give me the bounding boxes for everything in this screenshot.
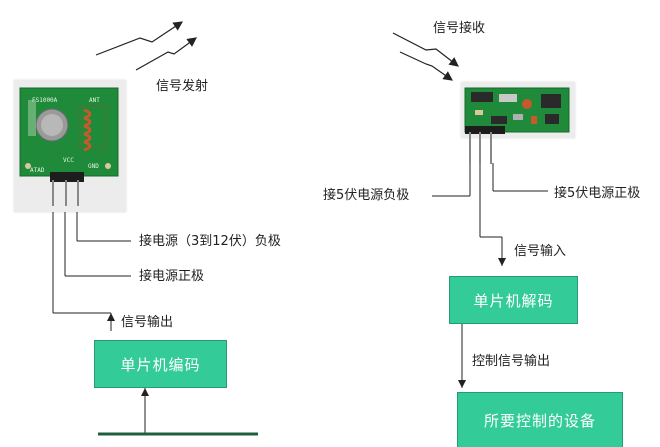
tx-neg-power-label: 接电源（3到12伏）负极 bbox=[139, 234, 281, 249]
tx-signal-arrowhead bbox=[107, 313, 115, 321]
tx-signal-output-label: 信号输出 bbox=[121, 315, 174, 330]
transmit-wave-1 bbox=[95, 21, 183, 56]
decoder-box: 单片机解码 bbox=[449, 276, 578, 324]
rx-pos-power-label: 接5伏电源正极 bbox=[554, 186, 641, 201]
receive-caption: 信号接收 bbox=[433, 21, 486, 36]
tx-pos-power-label: 接电源正极 bbox=[139, 269, 205, 284]
tx-atad-text: ATAD bbox=[30, 167, 45, 174]
tx-vcc-text: VCC bbox=[63, 157, 74, 164]
encoder-box-label: 单片机编码 bbox=[120, 355, 201, 374]
rx-signal-input-label: 信号输入 bbox=[514, 244, 567, 259]
rx-neg-power-label: 接5伏电源负极 bbox=[323, 188, 410, 203]
device-box-label: 所要控制的设备 bbox=[483, 411, 596, 430]
receive-wave-1 bbox=[392, 32, 459, 67]
encoder-bottom-arrowhead bbox=[141, 388, 149, 396]
device-box: 所要控制的设备 bbox=[457, 392, 623, 447]
tx-ant-text: ANT bbox=[89, 97, 100, 104]
receiver-module bbox=[464, 87, 570, 164]
decoder-box-label: 单片机解码 bbox=[473, 291, 554, 310]
ctrl-signal-output-label: 控制信号输出 bbox=[472, 354, 551, 369]
ctrl-arrowhead bbox=[458, 380, 466, 388]
transmitter-module bbox=[19, 87, 119, 206]
tx-gnd-text: GND bbox=[88, 163, 99, 170]
transmit-wave-2 bbox=[135, 37, 197, 71]
encoder-box: 单片机编码 bbox=[94, 340, 227, 388]
receive-wave-2 bbox=[399, 51, 453, 81]
tx-chip-text: FS1000A bbox=[32, 97, 58, 104]
rx-signal-arrowhead bbox=[498, 258, 506, 266]
transmit-caption: 信号发射 bbox=[156, 79, 209, 94]
